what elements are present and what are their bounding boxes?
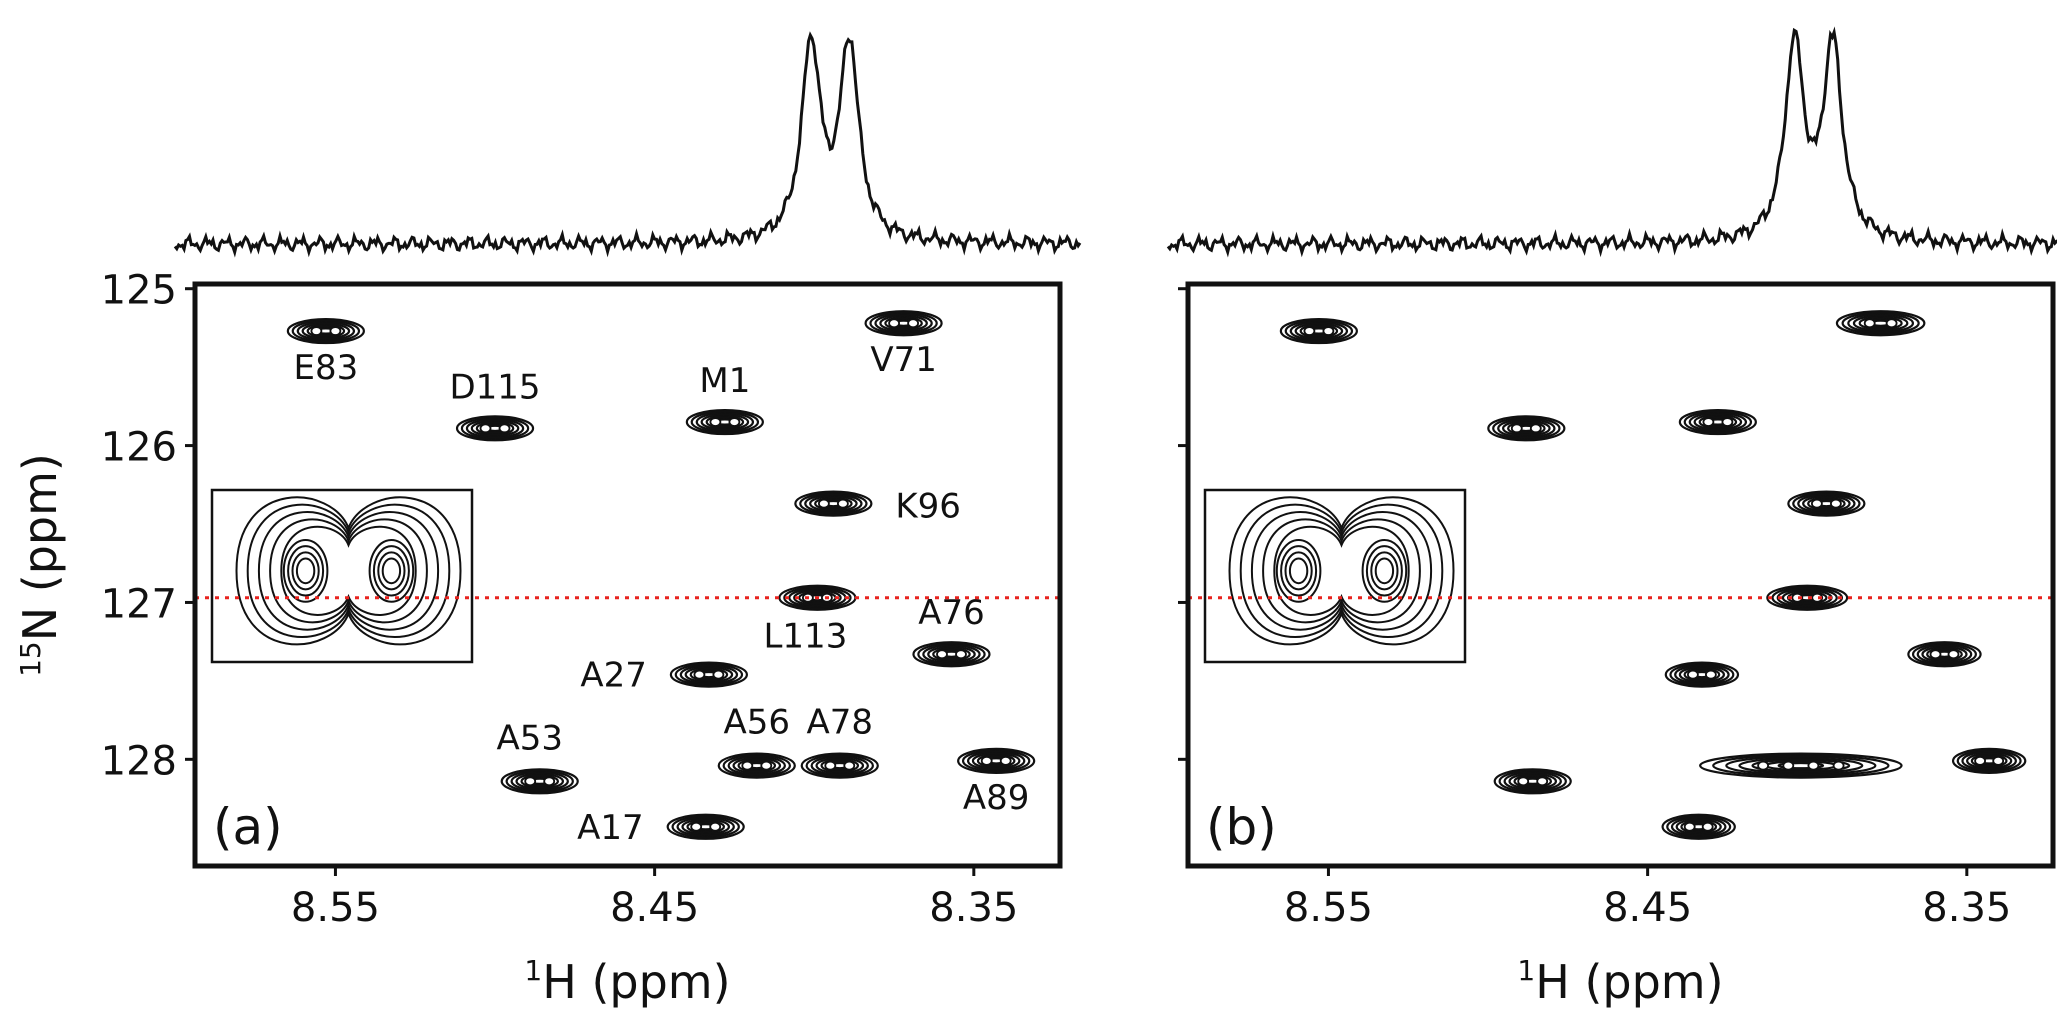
peak-label: E83 (293, 348, 358, 388)
peak-contour (1787, 490, 1866, 517)
peak-contour (794, 490, 873, 517)
peak-label: A76 (918, 593, 985, 633)
peak-label: A89 (963, 778, 1030, 818)
peak-contour (455, 415, 535, 442)
peak-label: D115 (449, 367, 540, 407)
x-axis-label-sup: 1 (1517, 954, 1535, 987)
peak-contour (669, 661, 748, 688)
peak-label: A53 (496, 718, 563, 758)
peak-contour (800, 752, 879, 779)
peak-contour (1279, 317, 1358, 345)
panel-a-frame (192, 281, 1063, 869)
panel-a-x-axis-label: 1H (ppm) (524, 954, 730, 1009)
y-tick-label: 125 (101, 268, 177, 314)
peak-contour (666, 813, 745, 840)
peak-label: A17 (577, 808, 644, 848)
panel-a-y-ticks: 125 126 127 128 (101, 268, 195, 784)
peak-contour (1664, 661, 1740, 688)
panel-b-label: (b) (1206, 798, 1277, 856)
x-tick-label: 8.45 (610, 885, 699, 931)
panel-b-y-ticks (1178, 287, 1188, 761)
y-tick-label: 127 (101, 581, 177, 627)
panel-a-x-ticks: 8.55 8.45 8.35 (291, 866, 1018, 931)
peak-label: A27 (580, 656, 647, 696)
panel-a-inset (210, 488, 474, 664)
peak-contour (1487, 415, 1566, 442)
x-tick-label: 8.35 (1922, 885, 2011, 931)
peak-contour (286, 317, 365, 345)
panel-b-x-axis-label: 1H (ppm) (1517, 954, 1723, 1009)
y-axis-label-main: N (ppm) (13, 453, 67, 641)
panel-b-frame (1185, 281, 2056, 869)
peak-contour (1661, 813, 1736, 840)
peak-contour (957, 747, 1036, 774)
x-axis-label-main: H (ppm) (1535, 955, 1723, 1009)
peak-contour (864, 310, 943, 337)
peak-contour (717, 752, 796, 779)
y-tick-label: 126 (101, 425, 177, 471)
panel-b-inset (1203, 488, 1467, 664)
peak-contour (500, 768, 579, 795)
peak-contour (1951, 747, 2027, 774)
panel-b-contours (1279, 310, 2027, 840)
peak-contour (1835, 310, 1926, 337)
x-tick-label: 8.35 (929, 885, 1018, 931)
peak-contour (1907, 641, 1982, 668)
peak-label: A56 (724, 703, 791, 743)
peak-contour (912, 641, 991, 668)
peak-contour (685, 408, 764, 436)
panel-a-label: (a) (213, 798, 283, 856)
y-axis-label-sup: 15 (14, 641, 47, 677)
peak-contour (1493, 768, 1572, 795)
panel-a-contours (286, 310, 1036, 840)
panel-b: 8.55 8.45 8.35 (b) 1H (ppm) (1166, 26, 2057, 1009)
peak-label: K96 (895, 487, 961, 527)
x-axis-label-main: H (ppm) (542, 955, 730, 1009)
panel-a-1d-projection (173, 31, 1082, 258)
x-axis-label-sup: 1 (524, 954, 542, 987)
panel-b-1d-projection (1166, 26, 2057, 258)
y-axis-label: 15N (ppm) (13, 453, 67, 677)
peak-label: L113 (763, 617, 847, 657)
peak-contour (1699, 752, 1903, 779)
x-tick-label: 8.55 (291, 885, 380, 931)
panel-b-x-ticks: 8.55 8.45 8.35 (1284, 866, 2011, 931)
x-tick-label: 8.55 (1284, 885, 1373, 931)
peak-label: A78 (806, 703, 873, 743)
x-tick-label: 8.45 (1603, 885, 1692, 931)
y-tick-label: 128 (101, 738, 177, 784)
peak-label: V71 (870, 340, 937, 380)
peak-label: M1 (699, 361, 750, 401)
peak-contour (1678, 408, 1757, 436)
